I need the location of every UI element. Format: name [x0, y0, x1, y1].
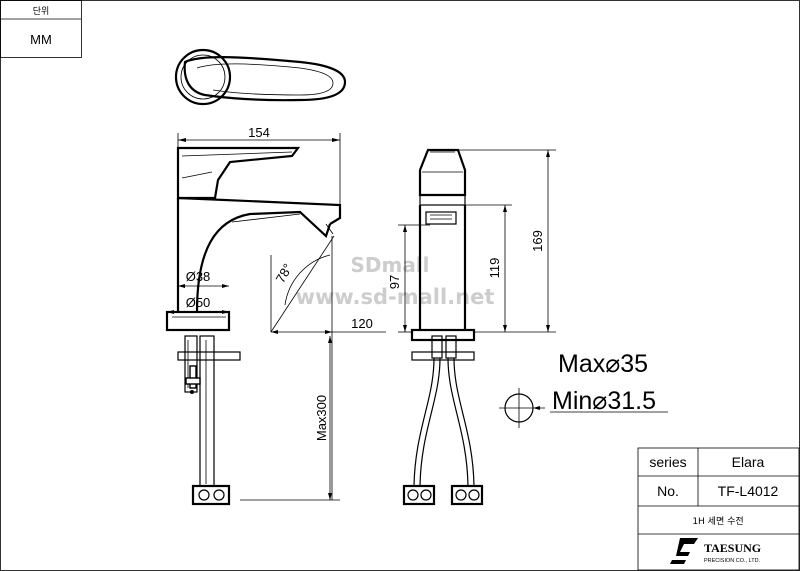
series-value: Elara: [732, 454, 765, 470]
dim-angle-label: 78°: [273, 261, 296, 286]
dim-d38: Ø38: [178, 269, 229, 288]
dim-119: 119: [465, 204, 512, 333]
watermark: SDmall www.sd-mall.net: [296, 253, 495, 309]
dim-angle: 78°: [270, 235, 335, 333]
dim-d38-label: Ø38: [186, 269, 211, 284]
hole-min-label: Min⌀31.5: [552, 387, 656, 415]
dim-154-label: 154: [248, 125, 270, 140]
unit-header: 단위: [33, 6, 50, 17]
dim-169-label: 169: [530, 230, 545, 252]
description: 1H 세면 수전: [692, 516, 743, 527]
hole-max-label: Max⌀35: [558, 350, 648, 378]
dim-120: 120: [271, 236, 386, 500]
unit-value: MM: [30, 32, 52, 47]
side-view-underbody: [402, 335, 484, 506]
series-label: series: [649, 454, 686, 470]
no-value: TF-L4012: [718, 483, 779, 499]
watermark-line1: SDmall: [350, 253, 429, 277]
dim-97-label: 97: [387, 275, 402, 289]
top-view-handle: [174, 48, 347, 106]
dim-d50: Ø50: [167, 295, 229, 314]
watermark-line2: www.sd-mall.net: [296, 285, 495, 309]
side-view-faucet: [410, 148, 476, 342]
dim-169: 169: [458, 149, 556, 333]
taesung-logo-icon: [670, 538, 698, 564]
dim-97: 97: [387, 224, 430, 333]
no-label: No.: [657, 483, 679, 499]
dim-max300-label: Max300: [314, 395, 329, 441]
hole-spec: Max⌀35 Min⌀31.5: [499, 350, 668, 428]
dim-154: 154: [177, 125, 341, 205]
brand-name: TAESUNG: [704, 541, 761, 555]
dim-d50-label: Ø50: [186, 295, 211, 310]
unit-box: 단위 MM: [0, 0, 82, 58]
dim-120-label: 120: [351, 316, 373, 331]
brand-subtitle: PRECISION CO., LTD.: [704, 558, 761, 564]
dim-max300: Max300: [240, 336, 340, 501]
front-view-underbody: [177, 335, 241, 506]
title-block: series Elara No. TF-L4012 1H 세면 수전 TAESU…: [637, 447, 800, 571]
dim-119-label: 119: [487, 258, 502, 279]
